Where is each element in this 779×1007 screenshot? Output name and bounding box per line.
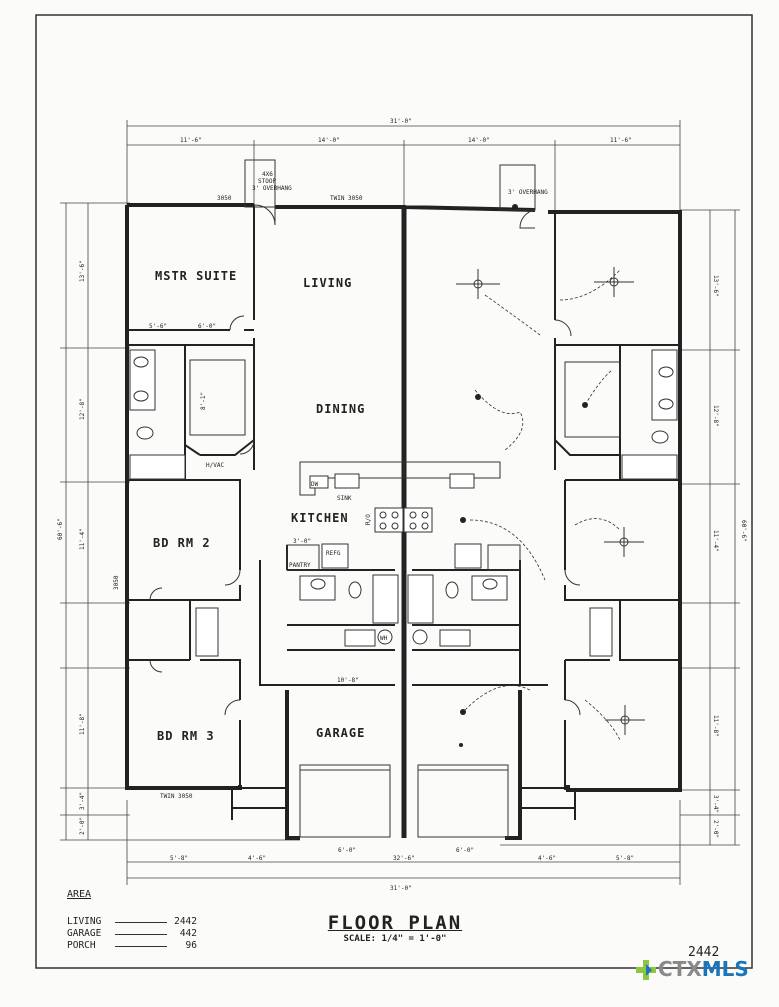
label-overhang-left: 3' OVERHANG: [252, 185, 292, 192]
dim-left-5: 3'-4": [79, 792, 86, 810]
electrical-layout: [456, 204, 645, 747]
plan-scale: SCALE: 1/4" = 1'-0": [343, 934, 447, 944]
room-label-garage: GARAGE: [316, 726, 365, 740]
dim-bottom-1: 5'-8": [170, 855, 188, 862]
label-refrigerator: REFG: [326, 550, 341, 557]
area-leader: [115, 946, 167, 947]
dim-right-6: 2'-0": [712, 820, 719, 838]
door-swings: [149, 204, 581, 716]
interior-walls-right: [412, 212, 680, 790]
room-label-dining: DINING: [316, 402, 365, 416]
dim-bottom-center: 32'-6": [393, 855, 415, 862]
dim-right-1: 13'-6": [712, 275, 719, 297]
dim-8-1: 8'-1": [200, 392, 207, 410]
dim-bottom-4: 6'-0": [456, 847, 474, 854]
dim-right-4: 11'-8": [712, 715, 719, 737]
label-window-3050: 3050: [217, 195, 232, 202]
dim-garage-width: 10'-8": [337, 677, 359, 684]
area-value: 96: [185, 940, 197, 951]
dim-right-5: 3'-4": [712, 795, 719, 813]
sheet-border: [35, 14, 753, 969]
dim-left-4: 11'-8": [79, 713, 86, 735]
label-hvac: H/VAC: [206, 462, 224, 469]
dim-top-1: 11'-6": [180, 137, 202, 144]
dim-bottom-5: 4'-6": [538, 855, 556, 862]
dim-overall-right: 60'-6": [740, 520, 747, 542]
dim-left-3: 11'-4": [79, 528, 86, 550]
area-value: 442: [179, 928, 197, 939]
dim-left-6: 2'-0": [79, 817, 86, 835]
label-stoop: 4X6: [262, 171, 273, 178]
label-stoop-2: STOOP: [258, 178, 276, 185]
plumbing-fixtures-left: [129, 349, 399, 657]
room-label-master: MSTR SUITE: [155, 269, 237, 283]
label-window-twin-top: TWIN 3050: [330, 195, 363, 202]
plumbing-fixtures-right: [344, 349, 678, 657]
label-window-3050-side: 3050: [113, 575, 120, 590]
dim-overall-bottom: 31'-0": [390, 885, 412, 892]
area-label: PORCH: [67, 940, 96, 951]
label-dishwasher: DW: [311, 481, 319, 488]
dim-bottom-6: 5'-8": [616, 855, 634, 862]
area-leader: [115, 922, 167, 923]
ctxmls-logo: CTXMLS: [658, 957, 749, 981]
area-leader: [115, 934, 167, 935]
dim-top-3: 14'-0": [468, 137, 490, 144]
dim-left-2: 12'-8": [79, 398, 86, 420]
sheet-number: 2442: [688, 945, 720, 960]
label-pantry: PANTRY: [289, 562, 311, 569]
garage-doors: [299, 764, 509, 838]
dim-right-3: 11'-4": [712, 530, 719, 552]
room-label-living: LIVING: [303, 276, 352, 290]
dim-5-6: 5'-6": [149, 323, 167, 330]
dim-top-4: 11'-6": [610, 137, 632, 144]
area-value: 2442: [174, 916, 197, 927]
plan-title: FLOOR PLAN: [327, 912, 463, 934]
dim-3-0: 3'-0": [293, 538, 311, 545]
room-label-kitchen: KITCHEN: [291, 511, 349, 525]
room-label-bed3: BD RM 3: [157, 729, 215, 743]
label-window-twin-bottom: TWIN 3050: [160, 793, 193, 800]
label-water-heater: WH: [380, 635, 388, 642]
dim-overall-left: 60'-6": [57, 518, 64, 540]
dim-right-2: 12'-8": [712, 405, 719, 427]
dim-bottom-2: 4'-6": [248, 855, 266, 862]
logo-mls: MLS: [701, 957, 749, 981]
area-label: LIVING: [67, 916, 102, 927]
logo-ctx: CTX: [658, 957, 702, 981]
stoop-right: [499, 164, 536, 211]
room-label-bed2: BD RM 2: [153, 536, 211, 550]
dim-top-2: 14'-0": [318, 137, 340, 144]
label-sink: SINK: [337, 495, 352, 502]
dimension-lines: [60, 120, 740, 885]
area-title: AREA: [67, 889, 92, 900]
dim-6-0: 6'-0": [198, 323, 216, 330]
stoop-left: [244, 159, 276, 208]
dim-overall-top: 31'-0": [390, 118, 412, 125]
label-range: R/O: [365, 514, 372, 525]
area-label: GARAGE: [67, 928, 102, 939]
dim-bottom-3: 6'-0": [338, 847, 356, 854]
ctxmls-logo-icon: [636, 960, 656, 980]
dim-left-1: 13'-6": [79, 260, 86, 282]
kitchen-counters: [286, 461, 521, 571]
label-overhang-right: 3' OVERHANG: [508, 189, 548, 196]
interior-walls-left: [127, 205, 395, 788]
